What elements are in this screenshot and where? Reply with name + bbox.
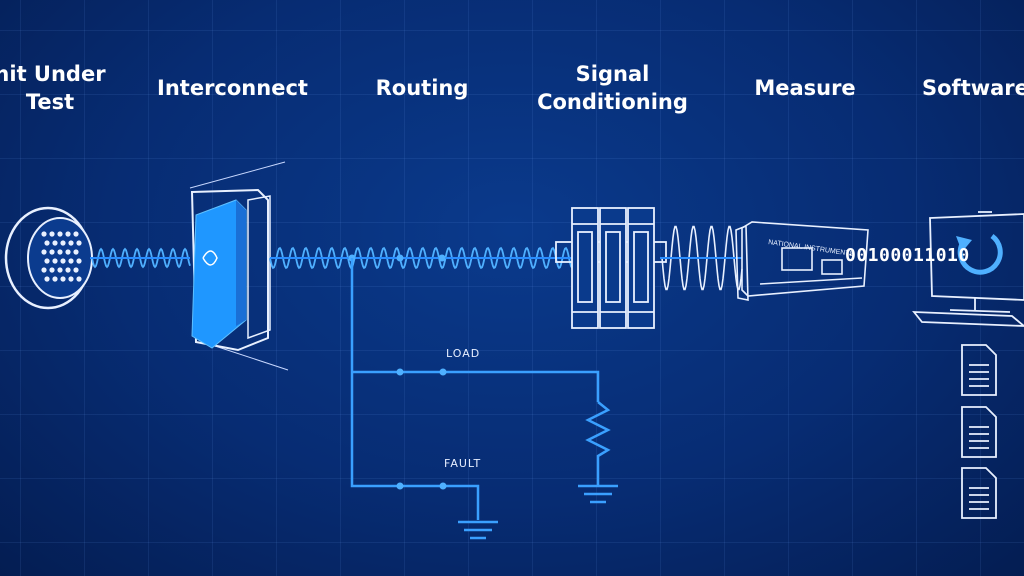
connector-pin (57, 231, 63, 237)
stage-label-unit-line2: Test (25, 90, 75, 114)
connector-pin (41, 267, 47, 273)
connector-pin (49, 249, 55, 255)
connector-pin (73, 231, 79, 237)
connector-pin (76, 258, 82, 264)
branch-label-fault: FAULT (444, 457, 482, 470)
connector-pin (76, 276, 82, 282)
connector-pin (65, 249, 71, 255)
connector-pin (73, 249, 79, 255)
stage-label-signal-line2: Conditioning (537, 90, 688, 114)
binary-output: 00100011010 (845, 245, 970, 266)
connector-pin (44, 276, 50, 282)
connector-pin (65, 231, 71, 237)
connector-pin (65, 267, 71, 273)
connector-pin (73, 267, 79, 273)
connector-pin (68, 258, 74, 264)
stage-label-routing: Routing (375, 76, 469, 100)
connector-pin (68, 276, 74, 282)
connector-pin (76, 240, 82, 246)
stage-label-measure: Measure (754, 76, 856, 100)
computer-monitor (912, 211, 1024, 327)
document-icon-1 (961, 344, 997, 396)
branch-label-load: LOAD (446, 347, 481, 360)
connector-pin (60, 240, 66, 246)
ground-symbol-fault (458, 520, 498, 540)
connector-pin (57, 267, 63, 273)
connector-pin (44, 240, 50, 246)
connector-pin (44, 258, 50, 264)
ground-symbol-load (578, 484, 618, 504)
signal-wave-2 (269, 246, 573, 270)
connector-pin (60, 276, 66, 282)
connector-pin (49, 267, 55, 273)
connector-pin (52, 258, 58, 264)
connector-pin (60, 258, 66, 264)
stage-label-signal-conditioning: Signal Conditioning (530, 60, 695, 116)
stage-label-signal-line1: Signal (575, 62, 650, 86)
signal-wave-3 (661, 225, 743, 291)
stage-label-software: Software (922, 76, 1024, 100)
stage-label-interconnect: Interconnect (157, 76, 308, 100)
signal-wave-1 (91, 247, 191, 269)
stage-label-unit-under-test: nit Under Test (0, 60, 110, 116)
connector-pin (49, 231, 55, 237)
document-icon-2 (961, 406, 997, 458)
routing-branches (350, 258, 611, 520)
document-icons (961, 344, 997, 519)
connector-pin (52, 276, 58, 282)
connector-pin (68, 240, 74, 246)
signal-conditioning-modules (555, 207, 667, 329)
connector-pin (41, 231, 47, 237)
connector-pin (41, 249, 47, 255)
connector-pin (57, 249, 63, 255)
document-icon-3 (961, 467, 997, 519)
stage-label-unit-line1: nit Under (0, 62, 106, 86)
interconnect-device (189, 161, 289, 371)
routing-nodes (348, 254, 446, 262)
connector-pin (52, 240, 58, 246)
unit-under-test-connector (4, 206, 93, 310)
refresh-icon (957, 233, 1003, 275)
